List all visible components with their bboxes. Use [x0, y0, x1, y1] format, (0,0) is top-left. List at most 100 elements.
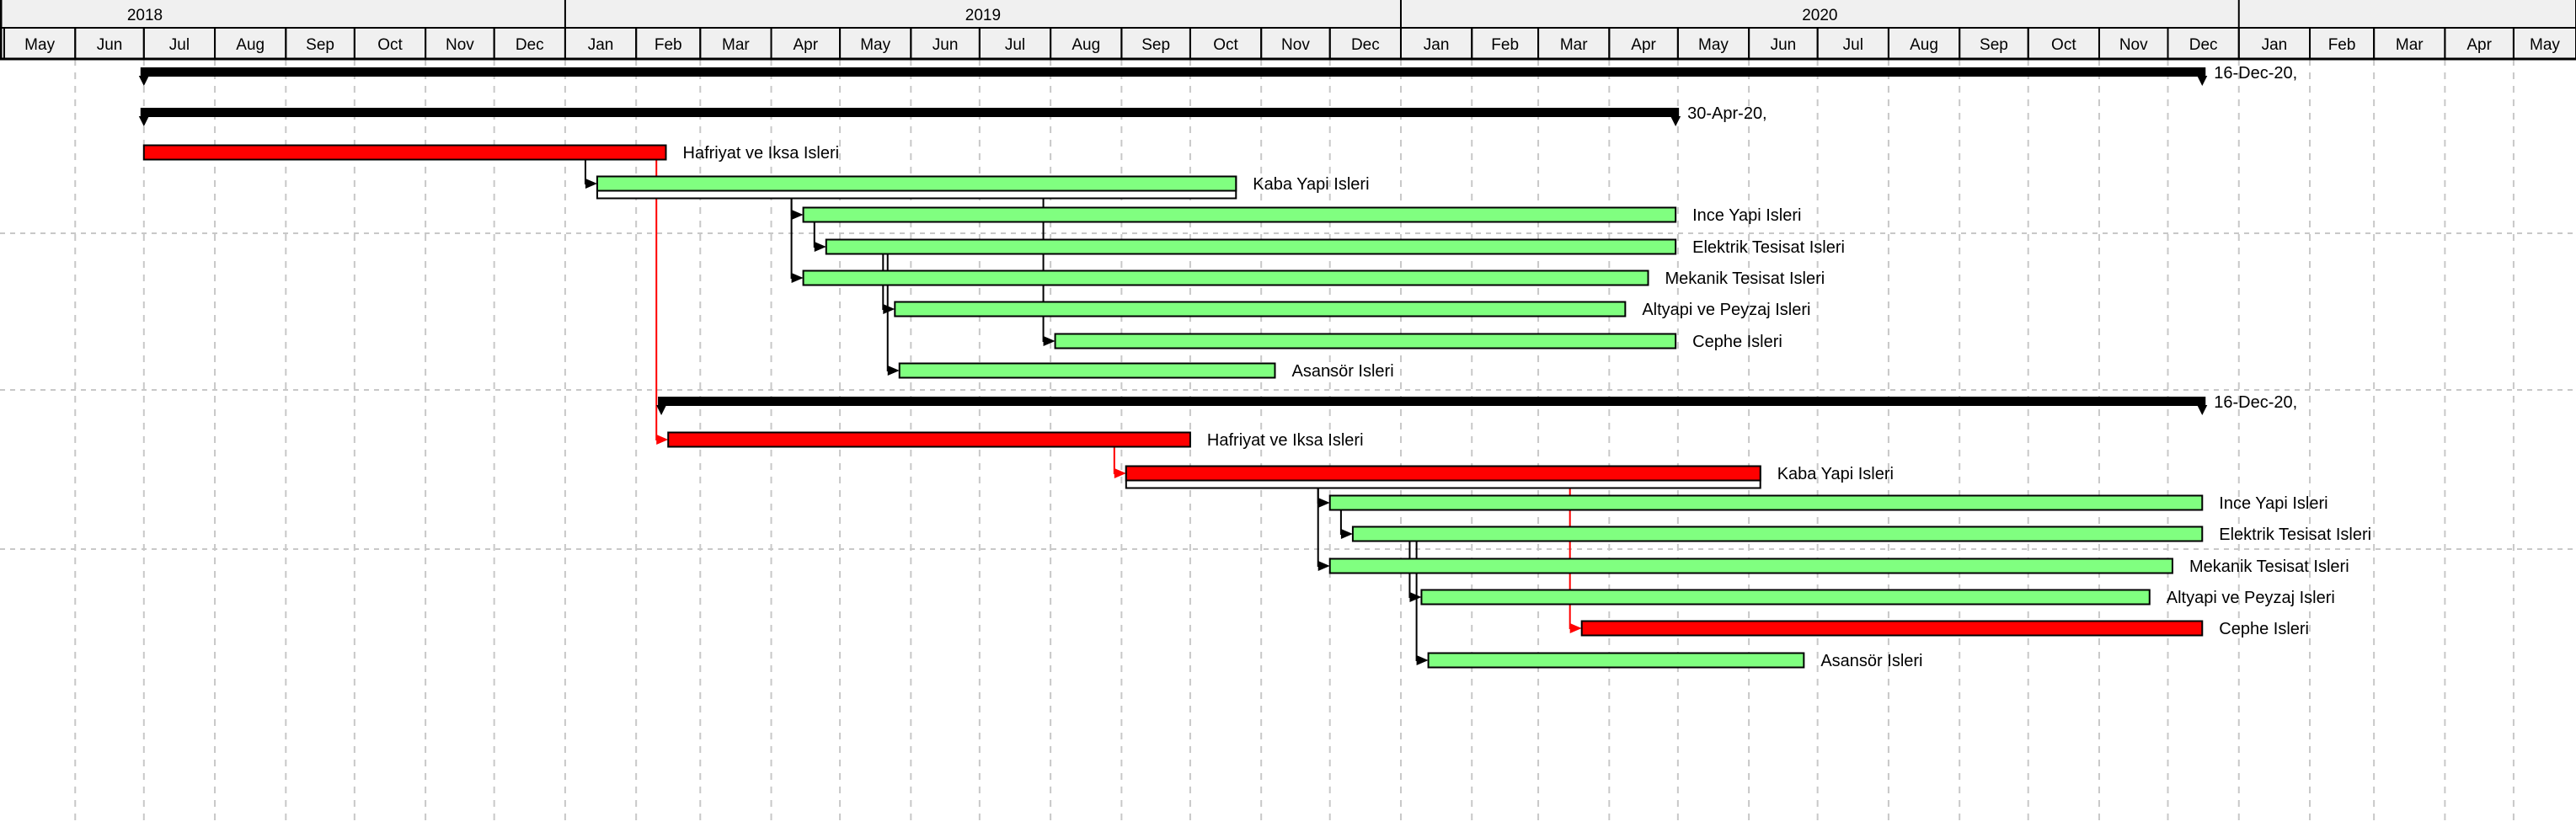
month-label: Aug — [1072, 36, 1100, 54]
summary-date-label: 16-Dec-20, — [2214, 393, 2297, 412]
task-label: Kaba Yapi Isleri — [1253, 175, 1369, 194]
summary-bar: 16-Dec-20, — [138, 64, 2297, 86]
dependency-link — [1113, 446, 1126, 478]
task-bar-body — [894, 301, 1627, 317]
task-bar[interactable]: Kaba Yapi Isleri — [1125, 465, 1894, 489]
month-label: Mar — [1560, 36, 1588, 54]
dependency-link — [1415, 541, 1429, 665]
link-arrow-icon — [791, 210, 804, 220]
link-arrow-icon — [1409, 592, 1422, 602]
task-bar[interactable]: Hafriyat ve Iksa Isleri — [142, 144, 840, 163]
month-label: May — [24, 36, 55, 54]
chart-background — [0, 59, 2576, 827]
month-label: Oct — [2051, 36, 2076, 54]
critical-task-bar-body — [142, 144, 667, 161]
task-label: Altyapi ve Peyzaj Isleri — [1642, 301, 1810, 319]
task-label: Mekanik Tesisat Isleri — [2189, 558, 2349, 576]
month-label: Jul — [169, 36, 190, 54]
task-label: Elektrik Tesisat Isleri — [2219, 526, 2371, 544]
task-bars: 16-Dec-20, 30-Apr-20, Hafriyat ve Iksa Isl… — [138, 64, 2371, 670]
summary-start-marker — [138, 116, 149, 126]
dependency-link — [886, 253, 900, 376]
dependency-link — [790, 198, 804, 283]
timescale-header: May Jun Jul Aug Sep Oct Nov Dec Jan Feb Mar Apr May J… — [0, 0, 2576, 61]
month-label: Oct — [1213, 36, 1238, 54]
task-label: Kaba Yapi Isleri — [1777, 465, 1894, 483]
link-arrow-icon — [791, 273, 804, 283]
task-label: Altyapi ve Peyzaj Isleri — [2167, 589, 2335, 607]
task-bar[interactable]: Kaba Yapi Isleri — [596, 175, 1370, 200]
critical-task-bar-body — [1580, 620, 2204, 637]
task-label: Asansör Isleri — [1820, 652, 1922, 670]
month-label: Jan — [1424, 36, 1450, 54]
link-arrow-icon — [585, 179, 597, 189]
task-bar[interactable]: Mekanik Tesisat Isleri — [1328, 558, 2349, 576]
task-bar[interactable]: Ince Yapi Isleri — [1328, 494, 2328, 513]
task-bar[interactable]: Hafriyat ve Iksa Isleri — [667, 431, 1364, 450]
summary-start-marker — [138, 76, 149, 86]
task-bar[interactable]: Elektrik Tesisat Isleri — [1351, 526, 2371, 544]
task-label: Mekanik Tesisat Isleri — [1665, 269, 1825, 288]
year-label: 2020 — [1802, 7, 1837, 24]
month-label: Apr — [1631, 36, 1656, 54]
critical-task-bar-body — [1125, 465, 1761, 482]
month-label: Mar — [722, 36, 750, 54]
task-bar[interactable]: Ince Yapi Isleri — [802, 206, 1802, 225]
month-label: May — [2530, 36, 2560, 54]
month-label: Aug — [236, 36, 265, 54]
month-label: Dec — [1351, 36, 1380, 54]
month-label: Sep — [1980, 36, 2008, 54]
link-arrow-icon — [887, 365, 900, 376]
dependency-link — [1339, 510, 1353, 539]
summary-bar: 30-Apr-20, — [138, 104, 1767, 126]
month-label: Jun — [1771, 36, 1797, 54]
task-bar-body — [1427, 652, 1805, 669]
task-label: Ince Yapi Isleri — [2219, 494, 2327, 513]
task-label: Hafriyat ve Iksa Isleri — [683, 144, 840, 163]
month-label: Dec — [2189, 36, 2218, 54]
task-bar-body — [802, 269, 1649, 286]
critical-task-bar-body — [667, 431, 1191, 448]
month-label: Nov — [2119, 36, 2148, 54]
link-arrow-icon — [1043, 336, 1056, 346]
month-label: Jul — [1843, 36, 1863, 54]
link-arrow-icon — [814, 242, 826, 252]
month-label: Jan — [2262, 36, 2288, 54]
task-bar[interactable]: Cephe Isleri — [1580, 620, 2309, 638]
month-label: Jan — [588, 36, 614, 54]
task-bar[interactable]: Cephe Isleri — [1054, 333, 1782, 351]
task-bar-body — [898, 362, 1276, 379]
link-arrow-icon — [883, 304, 895, 314]
link-arrow-icon — [1114, 468, 1126, 478]
month-label: Jul — [1005, 36, 1025, 54]
task-label: Cephe Isleri — [2219, 620, 2309, 638]
task-bar-body — [1420, 589, 2151, 606]
task-label: Hafriyat ve Iksa Isleri — [1207, 431, 1364, 450]
task-bar[interactable]: Altyapi ve Peyzaj Isleri — [894, 301, 1810, 319]
link-arrow-icon — [1569, 623, 1582, 633]
month-label: Sep — [1141, 36, 1170, 54]
dependency-link — [655, 159, 669, 445]
year-label: 2018 — [127, 7, 163, 24]
link-arrow-icon — [656, 435, 669, 445]
task-bar[interactable]: Altyapi ve Peyzaj Isleri — [1420, 589, 2335, 607]
dependency-link — [584, 159, 597, 189]
task-bar[interactable]: Mekanik Tesisat Isleri — [802, 269, 1825, 288]
month-label: Feb — [1491, 36, 1519, 54]
summary-date-label: 30-Apr-20, — [1687, 104, 1767, 123]
task-bar-body — [1328, 558, 2173, 574]
summary-start-marker — [656, 405, 667, 415]
year-label: 2019 — [965, 7, 1001, 24]
task-label: Elektrik Tesisat Isleri — [1692, 238, 1845, 257]
link-arrow-icon — [1317, 498, 1330, 508]
dependency-links — [584, 159, 1582, 665]
task-bar[interactable]: Asansör Isleri — [898, 362, 1394, 381]
month-label: Jun — [933, 36, 959, 54]
task-bar[interactable]: Elektrik Tesisat Isleri — [825, 238, 1845, 257]
month-label: Oct — [377, 36, 403, 54]
task-bar[interactable]: Asansör Isleri — [1427, 652, 1923, 670]
month-label: Feb — [655, 36, 682, 54]
summary-date-label: 16-Dec-20, — [2214, 64, 2297, 83]
month-label: Feb — [2328, 36, 2356, 54]
